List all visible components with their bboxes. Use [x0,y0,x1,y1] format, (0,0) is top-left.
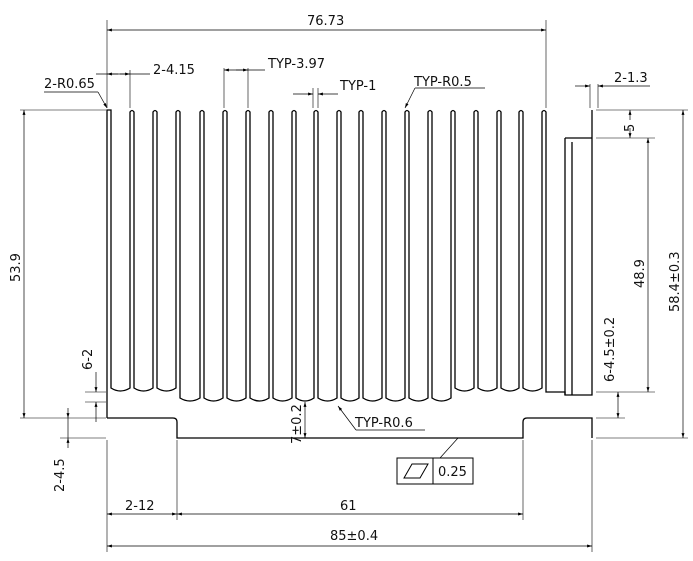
corner-radius-label: 2-R0.65 [44,77,95,92]
step-height-label: 2-4.5 [53,458,68,492]
dimension-lines [22,28,685,548]
extension-lines [20,20,688,552]
center-width-label: 61 [340,499,357,514]
overall-width-label: 85±0.4 [330,529,378,544]
pitch-label: 2-4.15 [153,63,195,78]
root-depth-label: 6-4.5±0.2 [603,317,618,382]
inner-fin-height-label: 48.9 [633,259,648,288]
top-width-label: 76.73 [307,14,344,29]
end-gap-label: 2-1.3 [614,71,648,86]
root-radius-label: TYP-R0.6 [354,416,413,431]
end-fin [564,137,592,395]
flatness-tolerance: 0.25 [438,465,467,480]
fin-offset-label: 5 [623,124,638,132]
dimension-labels: 76.73 2-R0.65 2-4.15 TYP-3.97 TYP-1 TYP-… [9,14,683,544]
flatness-parallelogram-icon [403,463,429,479]
step-width-label: 2-12 [125,499,155,514]
heatsink-profile [106,109,593,439]
base-thickness-label: 7±0.2 [290,404,305,444]
root-fillet-label: 6-2 [81,349,96,370]
left-height-label: 53.9 [9,253,24,282]
typ-thickness-label: TYP-1 [339,79,376,94]
typ-pitch-label: TYP-3.97 [267,57,325,72]
tip-radius-label: TYP-R0.5 [413,75,472,90]
flatness-frame: 0.25 [396,457,474,485]
total-height-label: 58.4±0.3 [668,251,683,312]
